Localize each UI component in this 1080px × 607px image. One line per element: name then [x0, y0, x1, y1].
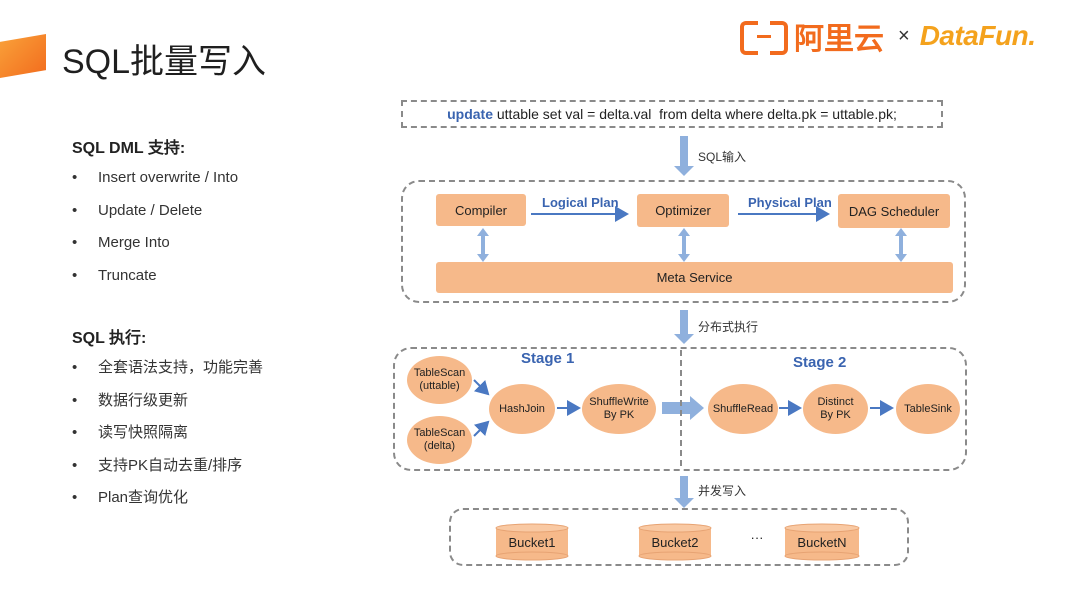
aliyun-logo-text: 阿里云 [794, 23, 884, 56]
list-item: Plan查询优化 [72, 488, 263, 521]
stage-2-label: Stage 2 [793, 354, 847, 371]
planning-container [401, 180, 966, 303]
list-item: Insert overwrite / Into [72, 168, 238, 201]
aliyun-logo-icon [740, 21, 788, 55]
sql-keyword: update [447, 106, 493, 122]
node-label: ShuffleWrite [589, 396, 649, 408]
tablesink-node: TableSink [896, 384, 960, 434]
node-label: Distinct [817, 396, 854, 408]
physical-plan-label: Physical Plan [748, 195, 832, 210]
stage-1-label: Stage 1 [521, 350, 575, 367]
node-sublabel: By PK [820, 409, 851, 421]
sql-exec-heading: SQL 执行: [72, 330, 147, 347]
dml-support-heading: SQL DML 支持: [72, 140, 186, 157]
bucket1-label: Bucket1 [508, 535, 556, 550]
page-title: SQL批量写入 [62, 43, 267, 81]
buckets-container [449, 508, 909, 566]
optimizer-node: Optimizer [637, 194, 729, 227]
bucketn-cylinder [784, 523, 860, 561]
aliyun-logo: 阿里云 [740, 14, 884, 58]
arrow-sql-input [674, 136, 694, 176]
sql-exec-list: 全套语法支持，功能完善 数据行级更新 读写快照隔离 支持PK自动去重/排序 Pl… [72, 358, 263, 521]
arrow-stage1-to-stage2 [662, 396, 704, 420]
header-logos: 阿里云 × DataFun. [740, 14, 1036, 58]
arrow-scan-uttable-hashjoin [473, 379, 490, 396]
node-label: TableScan [413, 367, 466, 379]
list-item: Merge Into [72, 233, 238, 266]
title-accent-decoration [0, 34, 46, 78]
node-sublabel: (delta) [423, 440, 456, 452]
node-label: TableScan [413, 427, 466, 439]
dag-scheduler-node: DAG Scheduler [838, 194, 950, 228]
list-item: 支持PK自动去重/排序 [72, 456, 263, 489]
hashjoin-node: HashJoin [489, 384, 555, 434]
arrow-scan-delta-hashjoin [473, 420, 490, 437]
tablescan-delta-node: TableScan (delta) [407, 416, 472, 464]
label-concurrent-write: 并发写入 [698, 484, 747, 498]
list-item: 读写快照隔离 [72, 423, 263, 456]
node-sublabel: By PK [603, 409, 635, 421]
bucketn-label: BucketN [797, 535, 847, 550]
execution-stages-container [393, 347, 967, 471]
logo-separator: × [898, 24, 910, 47]
tablescan-uttable-node: TableScan (uttable) [407, 356, 472, 404]
bucket2-cylinder [638, 523, 712, 561]
label-sql-input: SQL输入 [698, 150, 747, 164]
compiler-node: Compiler [436, 194, 526, 226]
list-item: 数据行级更新 [72, 391, 263, 424]
distinct-node: Distinct By PK [803, 384, 868, 434]
shufflewrite-node: ShuffleWrite By PK [582, 384, 656, 434]
bucket2-label: Bucket2 [651, 535, 699, 550]
bucket-ellipsis: ··· [750, 530, 764, 545]
arrow-distributed-exec [674, 310, 694, 344]
node-sublabel: (uttable) [419, 380, 460, 392]
arrow-concurrent-write [674, 476, 694, 508]
shuffleread-node: ShuffleRead [708, 384, 778, 434]
meta-service-node: Meta Service [436, 262, 953, 293]
list-item: Update / Delete [72, 201, 238, 234]
sql-statement-box: update uttable set val = delta.val from … [401, 100, 943, 128]
dml-support-list: Insert overwrite / Into Update / Delete … [72, 168, 238, 298]
list-item: Truncate [72, 266, 238, 299]
logical-plan-label: Logical Plan [542, 195, 619, 210]
datafun-logo: DataFun. [919, 20, 1036, 51]
sql-statement-text: uttable set val = delta.val from delta w… [492, 106, 897, 122]
label-distributed-exec: 分布式执行 [698, 320, 759, 334]
bucket1-cylinder [495, 523, 569, 561]
list-item: 全套语法支持，功能完善 [72, 358, 263, 391]
